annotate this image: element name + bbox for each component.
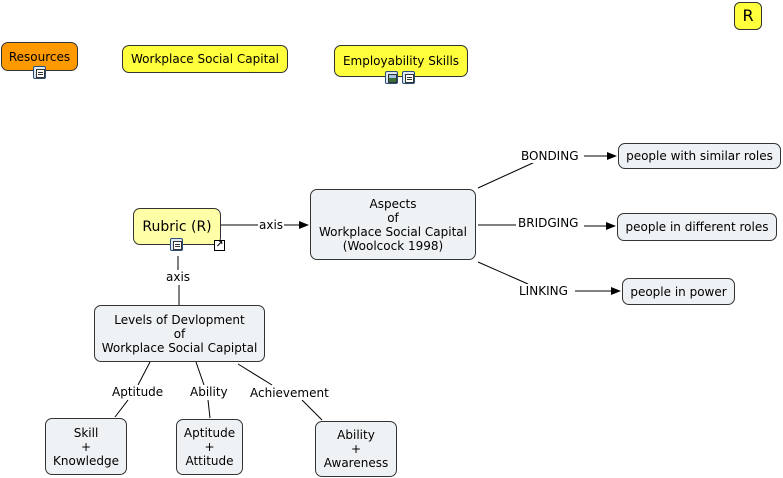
document-icon[interactable] xyxy=(402,71,415,84)
axis-label-right: axis xyxy=(258,218,285,232)
ability-label: Ability xyxy=(189,385,229,399)
aspects-node[interactable]: Aspects of Workplace Social Capital (Woo… xyxy=(310,189,476,260)
in-power-node[interactable]: people in power xyxy=(622,278,735,305)
levels-node[interactable]: Levels of Devlopment of Workplace Social… xyxy=(94,305,265,362)
achievement-label: Achievement xyxy=(249,386,330,400)
workplace-social-capital-node[interactable]: Workplace Social Capital xyxy=(122,45,288,73)
aptitude-label: Aptitude xyxy=(111,385,165,399)
skill-knowledge-node[interactable]: Skill + Knowledge xyxy=(45,418,127,475)
line-achievement-ability xyxy=(301,399,323,421)
linking-label: LINKING xyxy=(518,284,569,298)
document-icon[interactable] xyxy=(33,66,46,79)
different-roles-node[interactable]: people in different roles xyxy=(617,213,777,241)
line-aptitude-skill xyxy=(114,399,129,418)
aptitude-attitude-node[interactable]: Aptitude + Attitude xyxy=(176,419,243,475)
external-link-icon[interactable]: ↗ xyxy=(214,240,225,251)
resources-node[interactable]: Resources xyxy=(1,42,78,71)
ability-awareness-node[interactable]: Ability + Awareness xyxy=(315,421,397,477)
employability-skills-node[interactable]: Employability Skills xyxy=(334,45,468,77)
line-ability-aptitude xyxy=(207,399,211,419)
image-icon[interactable] xyxy=(385,71,398,84)
document-icon[interactable] xyxy=(170,238,183,251)
corner-r-badge[interactable]: R xyxy=(734,2,762,30)
line-aspects-linking xyxy=(477,261,529,285)
line-levels-aptitude xyxy=(137,361,151,386)
line-levels-ability xyxy=(195,361,205,386)
bridging-label: BRIDGING xyxy=(517,216,580,230)
bonding-label: BONDING xyxy=(520,149,580,163)
similar-roles-node[interactable]: people with similar roles xyxy=(618,143,781,169)
line-levels-achievement xyxy=(237,363,273,386)
line-aspects-bonding xyxy=(477,161,536,189)
axis-label-down: axis xyxy=(165,270,192,284)
